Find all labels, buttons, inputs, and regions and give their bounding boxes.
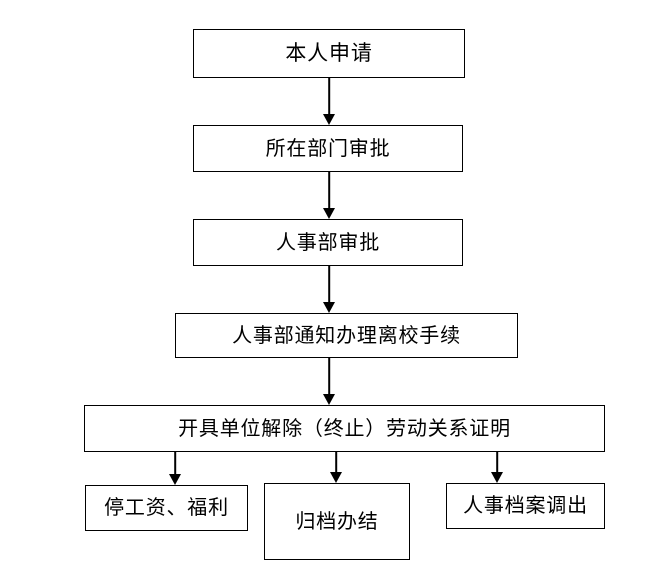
flow-node-hr-notify-label: 人事部通知办理离校手续: [232, 324, 461, 347]
arrow-hr-notify-to-certificate: [322, 358, 336, 405]
arrow-stem: [496, 452, 498, 472]
flow-node-certificate[interactable]: 开具单位解除（终止）劳动关系证明: [84, 405, 605, 452]
arrow-stem: [335, 452, 337, 472]
flow-node-dept-approve[interactable]: 所在部门审批: [193, 125, 463, 172]
arrow-head-icon: [323, 302, 335, 313]
flow-node-hr-notify[interactable]: 人事部通知办理离校手续: [175, 313, 518, 358]
flow-node-hr-approve-label: 人事部审批: [276, 231, 380, 254]
arrow-certificate-to-file-out: [490, 452, 504, 483]
flow-node-stop-salary-label: 停工资、福利: [104, 497, 229, 519]
arrow-head-icon: [169, 474, 181, 485]
arrow-head-icon: [330, 472, 342, 483]
arrow-head-icon: [491, 472, 503, 483]
arrow-head-icon: [323, 208, 335, 219]
arrow-head-icon: [323, 394, 335, 405]
arrow-stem: [328, 78, 330, 114]
flow-node-archive-label: 归档办结: [295, 510, 379, 533]
flow-node-apply-label: 本人申请: [285, 41, 373, 65]
flow-node-archive[interactable]: 归档办结: [264, 483, 410, 560]
flow-node-stop-salary[interactable]: 停工资、福利: [85, 485, 248, 531]
flow-node-file-out-label: 人事档案调出: [463, 495, 588, 517]
arrow-hr-approve-to-hr-notify: [322, 266, 336, 313]
arrow-head-icon: [323, 114, 335, 125]
flow-node-certificate-label: 开具单位解除（终止）劳动关系证明: [178, 417, 511, 440]
arrow-stem: [328, 172, 330, 208]
arrow-certificate-to-stop-salary: [168, 452, 182, 485]
arrow-dept-approve-to-hr-approve: [322, 172, 336, 219]
flow-node-file-out[interactable]: 人事档案调出: [446, 483, 605, 529]
flow-node-apply[interactable]: 本人申请: [193, 29, 465, 78]
arrow-certificate-to-archive: [329, 452, 343, 483]
arrow-stem: [328, 358, 330, 394]
arrow-apply-to-dept-approve: [322, 78, 336, 125]
flow-node-hr-approve[interactable]: 人事部审批: [193, 219, 463, 266]
arrow-stem: [328, 266, 330, 302]
arrow-stem: [174, 452, 176, 474]
flow-node-dept-approve-label: 所在部门审批: [265, 137, 391, 160]
